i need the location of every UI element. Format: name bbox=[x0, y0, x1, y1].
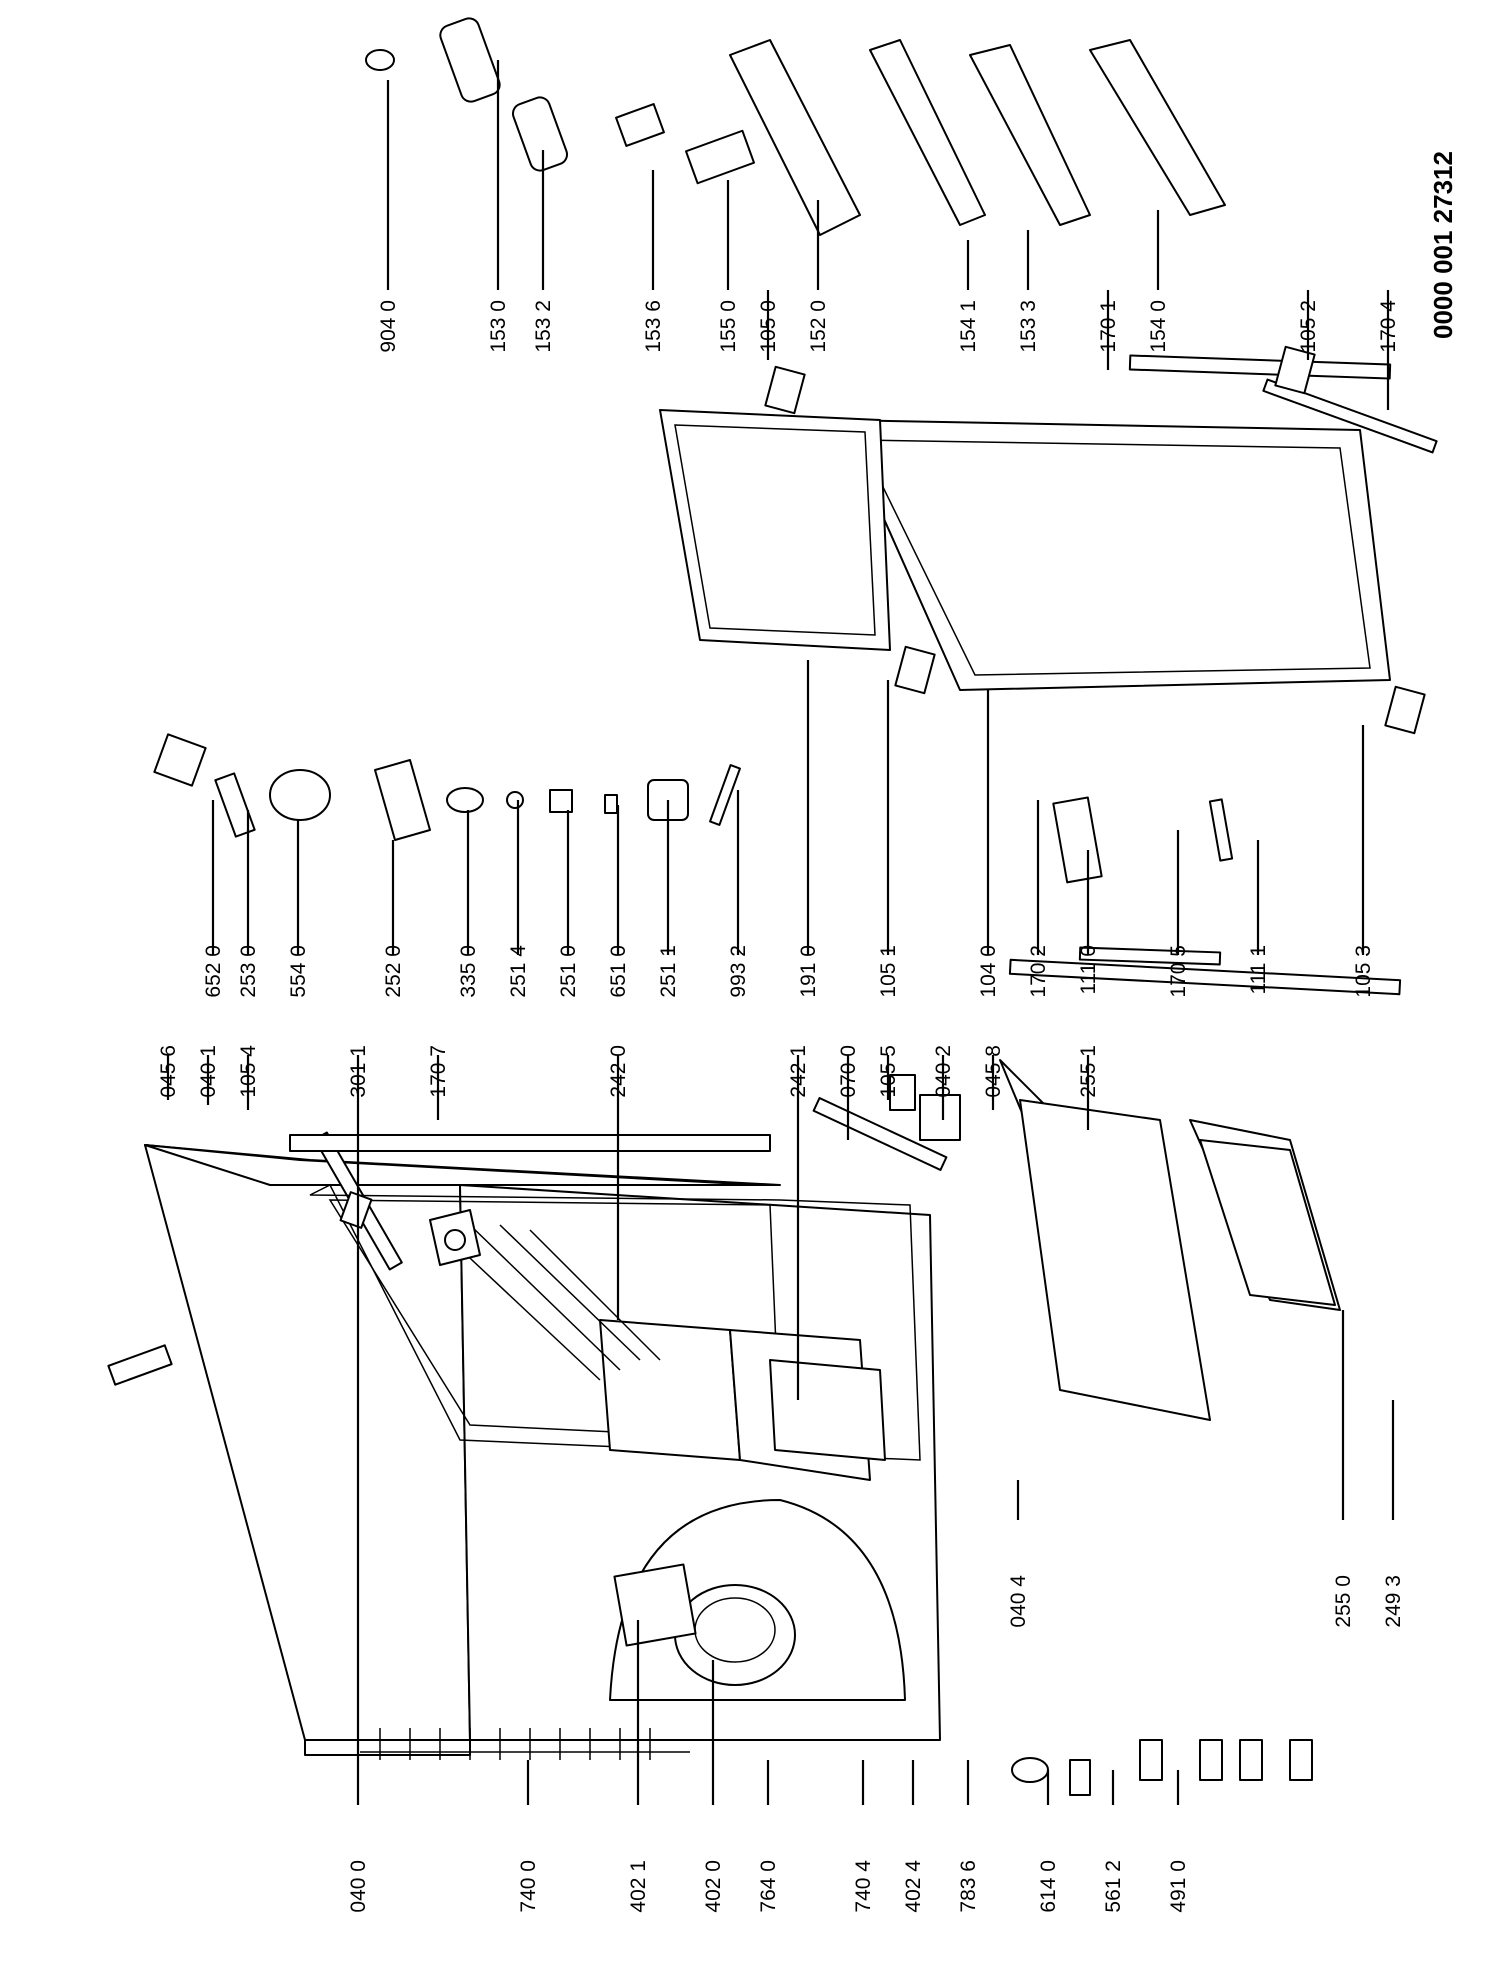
door-accessories bbox=[365, 17, 1426, 735]
part-number-label: 105 1 bbox=[877, 945, 900, 998]
part-number-label: 170 4 bbox=[1377, 300, 1400, 353]
part-number-label: 105 2 bbox=[1297, 300, 1320, 353]
part-number-label: 154 0 bbox=[1147, 300, 1170, 353]
part-number-label: 249 3 bbox=[1382, 1575, 1405, 1628]
part-number-label: 070 0 bbox=[837, 1045, 860, 1098]
part-labels: 904 0 153 0 153 2 153 6 155 0 105 0 152 0 154 1… bbox=[157, 300, 1405, 1913]
part-number-label: 111 0 bbox=[1077, 945, 1100, 994]
part-number-label: 253 0 bbox=[237, 945, 260, 998]
part-number-label: 242 1 bbox=[787, 1045, 810, 1098]
part-number-label: 170 2 bbox=[1027, 945, 1050, 998]
part-number-label: 153 6 bbox=[642, 300, 665, 353]
part-number-label: 491 0 bbox=[1167, 1860, 1190, 1913]
part-number-label: 251 0 bbox=[557, 945, 580, 998]
part-number-label: 105 4 bbox=[237, 1045, 260, 1098]
control-components bbox=[153, 733, 1234, 884]
part-number-label: 301 1 bbox=[347, 1045, 370, 1098]
cabinet-body bbox=[144, 1131, 941, 1760]
part-number-label: 045 6 bbox=[157, 1045, 180, 1098]
part-number-label: 105 0 bbox=[757, 300, 780, 353]
part-number-label: 614 0 bbox=[1037, 1860, 1060, 1913]
part-number-label: 111 1 bbox=[1247, 945, 1270, 994]
part-number-label: 251 4 bbox=[507, 945, 530, 998]
part-number-label: 904 0 bbox=[377, 300, 400, 353]
part-number-label: 252 0 bbox=[382, 945, 405, 998]
part-number-label: 040 2 bbox=[932, 1045, 955, 1098]
part-number-label: 242 0 bbox=[607, 1045, 630, 1098]
part-number-label: 764 0 bbox=[757, 1860, 780, 1913]
leader-lines bbox=[166, 60, 1395, 1805]
part-number-label: 402 4 bbox=[902, 1860, 925, 1913]
part-number-label: 105 3 bbox=[1352, 945, 1375, 998]
part-number-label: 255 1 bbox=[1077, 1045, 1100, 1098]
part-number-label: 335 0 bbox=[457, 945, 480, 998]
door bbox=[659, 409, 1391, 691]
part-number-label: 740 0 bbox=[517, 1860, 540, 1913]
part-number-label: 170 5 bbox=[1167, 945, 1190, 998]
part-number-label: 152 0 bbox=[807, 300, 830, 353]
part-number-label: 154 1 bbox=[957, 300, 980, 353]
part-number-label: 040 1 bbox=[197, 1045, 220, 1098]
part-number-label: 740 4 bbox=[852, 1860, 875, 1913]
part-number-label: 105 5 bbox=[877, 1045, 900, 1098]
part-number-label: 402 0 bbox=[702, 1860, 725, 1913]
part-number-label: 153 3 bbox=[1017, 300, 1040, 353]
part-number-label: 170 7 bbox=[427, 1045, 450, 1098]
part-number-label: 155 0 bbox=[717, 300, 740, 353]
document-code: 0000 001 27312 bbox=[1428, 151, 1458, 339]
part-number-label: 153 0 bbox=[487, 300, 510, 353]
part-number-label: 170 1 bbox=[1097, 300, 1120, 353]
part-number-label: 153 2 bbox=[532, 300, 555, 353]
part-number-label: 651 0 bbox=[607, 945, 630, 998]
small-parts-left bbox=[107, 1074, 1313, 1796]
part-number-label: 783 6 bbox=[957, 1860, 980, 1913]
part-number-label: 191 0 bbox=[797, 945, 820, 998]
part-number-label: 554 0 bbox=[287, 945, 310, 998]
part-number-label: 402 1 bbox=[627, 1860, 650, 1913]
part-number-label: 040 0 bbox=[347, 1860, 370, 1913]
part-number-label: 652 0 bbox=[202, 945, 225, 998]
part-number-label: 561 2 bbox=[1102, 1860, 1125, 1913]
part-number-label: 040 4 bbox=[1007, 1575, 1030, 1628]
part-number-label: 251 1 bbox=[657, 945, 680, 998]
part-number-label: 255 0 bbox=[1332, 1575, 1355, 1628]
rails bbox=[289, 354, 1438, 1171]
part-number-label: 993 2 bbox=[727, 945, 750, 998]
part-number-label: 104 0 bbox=[977, 945, 1000, 998]
shelves bbox=[999, 1059, 1341, 1421]
part-number-label: 045 8 bbox=[982, 1045, 1005, 1098]
